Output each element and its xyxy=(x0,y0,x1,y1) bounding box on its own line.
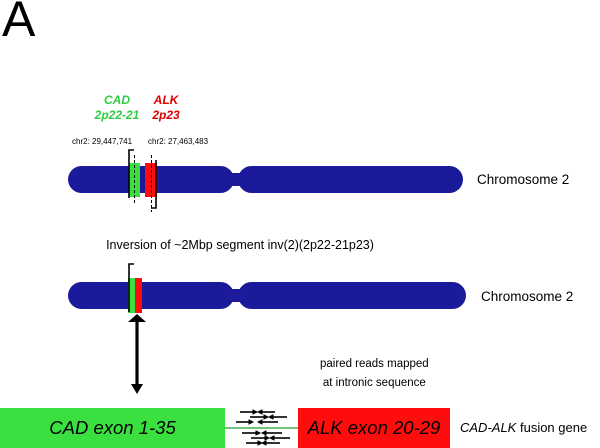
chromosome-top-label: Chromosome 2 xyxy=(477,172,570,187)
chromosome-bottom-centromere xyxy=(232,289,240,302)
paired-reads-note-line2: at intronic sequence xyxy=(322,377,426,389)
paired-reads-icon xyxy=(236,409,290,446)
chromosome-bottom-p-arm xyxy=(68,282,234,309)
fusion-gene-name: CAD-ALK xyxy=(460,420,517,435)
cad-coordinate: chr2: 29,447,741 xyxy=(72,137,133,146)
cad-gene-locus: 2p22-21 xyxy=(94,108,140,122)
inversion-bracket-right xyxy=(151,160,157,209)
alk-gene-locus: 2p23 xyxy=(152,108,180,122)
double-arrow-icon xyxy=(128,314,146,394)
inversion-caption: Inversion of ~2Mbp segment inv(2)(2p22-2… xyxy=(106,238,374,252)
paired-reads-note: paired reads mapped at intronic sequence xyxy=(320,355,429,393)
fusion-gene-suffix: fusion gene xyxy=(516,420,588,435)
fusion-bracket xyxy=(128,263,134,312)
chromosome-top-q-arm xyxy=(238,166,463,193)
alk-gene-label: ALK 2p23 xyxy=(146,93,186,123)
paired-reads-note-line1: paired reads mapped xyxy=(320,358,429,370)
chromosome-top-centromere xyxy=(232,173,240,186)
chromosome-bottom-label: Chromosome 2 xyxy=(481,289,574,304)
chromosome-bottom-q-arm xyxy=(238,282,466,309)
cad-gene-name: CAD xyxy=(104,93,130,107)
alk-exon-box: ALK exon 20-29 xyxy=(298,408,450,448)
alk-locus-bottom xyxy=(135,278,142,313)
cad-exon-box: CAD exon 1-35 xyxy=(0,408,225,448)
alk-coordinate: chr2: 27,463,483 xyxy=(148,137,209,146)
cad-exon-label: CAD exon 1-35 xyxy=(49,417,176,438)
chromosome-bottom xyxy=(68,263,466,313)
fusion-gene-label: CAD-ALK fusion gene xyxy=(460,420,587,435)
panel-label: A xyxy=(2,0,36,47)
cad-locus-bottom xyxy=(128,278,135,313)
alk-exon-label: ALK exon 20-29 xyxy=(307,417,441,438)
cad-gene-label: CAD 2p22-21 xyxy=(92,93,142,123)
inversion-bracket-left xyxy=(128,149,134,198)
chromosome-top xyxy=(68,149,463,212)
alk-gene-name: ALK xyxy=(153,93,179,107)
